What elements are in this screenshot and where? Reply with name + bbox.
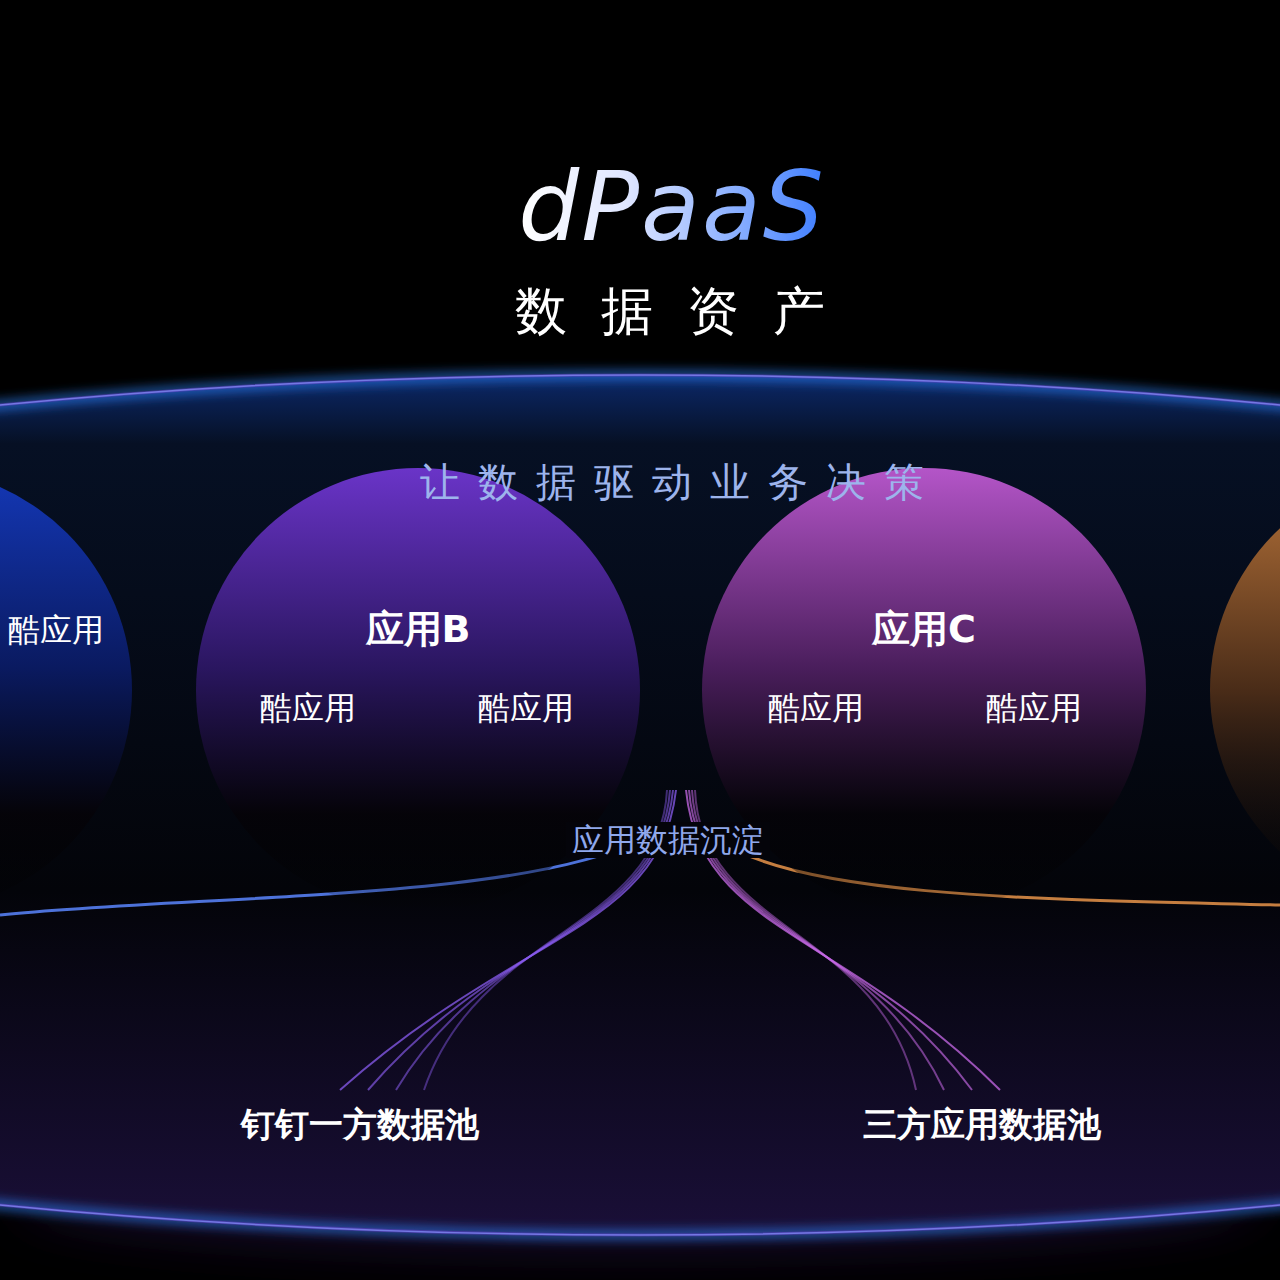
- band-text: 让数据驱动业务决策: [402, 460, 942, 504]
- app-name: 应用C: [872, 608, 976, 652]
- app-name: 应用B: [366, 608, 471, 652]
- cool-app-label: 酷应用: [8, 612, 104, 649]
- cool-app-label: 酷应用: [260, 690, 356, 727]
- pool-label: 钉钉一方数据池: [241, 1105, 479, 1144]
- partial-circle: [1210, 468, 1280, 912]
- cool-app-label: 酷应用: [478, 690, 574, 727]
- pool-label: 三方应用数据池: [863, 1105, 1101, 1144]
- app-circle: 酷应用: [0, 468, 132, 912]
- title: dPaaS: [518, 155, 825, 261]
- flow-label: 应用数据沉淀: [566, 822, 770, 859]
- subtitle: 数据资产: [481, 283, 859, 340]
- circle-outline: [0, 468, 132, 912]
- cool-app-label: 酷应用: [986, 690, 1082, 727]
- flow-line: [720, 840, 1280, 905]
- flow-line: [0, 840, 640, 915]
- cool-app-label: 酷应用: [768, 690, 864, 727]
